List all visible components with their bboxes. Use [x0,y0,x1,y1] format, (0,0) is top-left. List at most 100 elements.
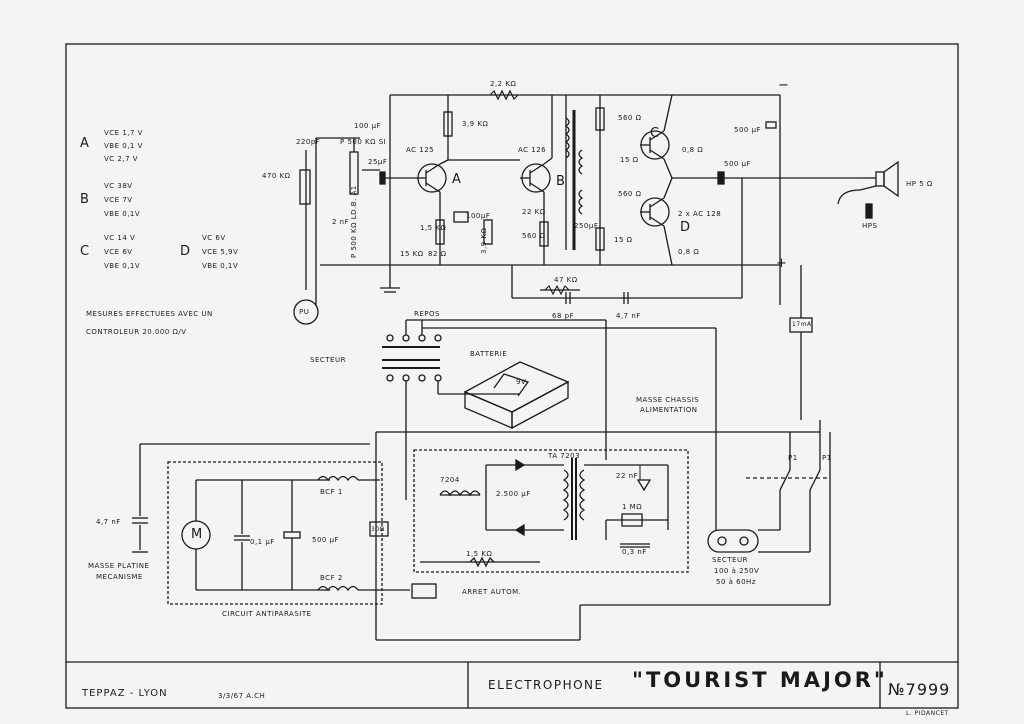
label-r-560-b: 560 Ω [522,232,546,240]
meas-d-letter: D [180,244,191,259]
mains-plug-icon [707,529,759,553]
speaker-icon [875,171,885,187]
label-r-1m: 1 MΩ [622,503,643,511]
label-transformer: TA 7203 [548,452,581,460]
meas-b-vce: VCE 7V [104,196,133,204]
hps-jack-icon [865,203,873,219]
label-c-500uf-top: 500 µF [734,126,762,134]
label-r-47k: 47 KΩ [554,276,578,284]
label-pot-ldba1: P 500 KΩ LD.B. A1 [350,185,358,258]
label-c-500uf-out: 500 µF [724,160,752,168]
meas-d-vbe: VBE 0,1V [202,262,239,270]
label-hps: HPS [862,222,878,230]
meas-a-vbe: VBE 0,1 V [104,142,143,150]
meas-b-vbe: VBE 0,1V [104,210,141,218]
label-r-560-top: 560 Ω [618,114,642,122]
label-switch-p1b: P1 [822,454,832,462]
label-motor-c-01uf: 0,1 µF [250,538,275,546]
motor-circuit [132,443,437,605]
footer-date: 3/3/67 A.CH [218,692,266,700]
label-c-03nf: 0,3 nF [622,548,647,556]
label-c-25uf: 25µF [368,158,388,166]
label-transistor-c: C [650,126,660,141]
drawing-number: №7999 [888,680,951,699]
label-ac126: AC 126 [518,146,547,154]
label-pot-500k: P 500 KΩ SI [340,138,387,146]
label-c-22nf: 22 nF [616,472,639,480]
label-masse-platine: MASSE PLATINE [88,562,150,570]
label-choke: 7204 [440,476,460,484]
label-r-1k5: 1,5 KΩ [420,224,447,232]
label-motor-c-500uf: 500 µF [312,536,340,544]
meas-c-vce: VCE 6V [104,248,133,256]
footer-maker: TEPPAZ - LYON [82,688,168,699]
auto-stop-switch-icon [411,583,437,599]
label-bcf1: BCF 1 [320,488,343,496]
label-r-39k: 3,9 KΩ [480,227,488,254]
label-r-30: 30Ω [371,526,385,533]
label-ac125: AC 125 [406,146,435,154]
label-r-08-bot: 0,8 Ω [678,248,700,256]
label-ps-r-1k5: 1,5 KΩ [466,550,493,558]
measurement-note-line2: CONTROLEUR 20.000 Ω/V [86,328,187,336]
label-motor: M [191,527,203,542]
label-c-68pf: 68 pF [552,312,575,320]
resistor-30-ohm [369,521,389,537]
label-r-08-top: 0,8 Ω [682,146,704,154]
label-masse-chassis-1: MASSE CHASSIS [636,396,700,404]
meas-a-vce: VCE 1,7 V [104,129,143,137]
meas-c-vbe: VBE 0,1V [104,262,141,270]
label-secteur-frequency: 50 à 60Hz [716,578,756,586]
label-fuse: 17mA [792,321,812,328]
label-secteur-switch: SECTEUR [310,356,346,364]
measurement-note-line1: MESURES EFFECTUEES AVEC UN [86,310,213,318]
label-speaker: HP 5 Ω [906,180,933,188]
label-r-22k: 22 KΩ [522,208,546,216]
footer-prefix: ELECTROPHONE [488,678,604,692]
label-battery-voltage: 9V [516,378,527,386]
label-secteur-plug: SECTEUR [712,556,748,564]
label-c-220pf: 220pF [296,138,321,146]
label-circuit-antiparasite: CIRCUIT ANTIPARASITE [222,610,312,618]
label-repos: REPOS [414,310,440,318]
label-r-3k9: 3,9 KΩ [462,120,489,128]
label-r-470k: 470 KΩ [262,172,291,180]
meas-b-letter: B [80,192,90,207]
label-ac128: 2 x AC 128 [678,210,722,218]
meas-c-letter: C [80,244,90,259]
power-supply-circuit [375,319,831,641]
label-arret-autom: ARRET AUTOM. [462,588,522,596]
meas-c-vc: VC 14 V [104,234,136,242]
label-r-560-mid: 560 Ω [618,190,642,198]
page-title: "TOURIST MAJOR" [632,668,888,692]
label-r-15-top: 15 Ω [620,156,639,164]
label-c-2500uf: 2.500 µF [496,490,531,498]
label-rail-plus: + [776,256,788,271]
meas-d-vc: VC 6V [202,234,226,242]
label-c-4n7: 4,7 nF [616,312,641,320]
label-switch-p1a: P1 [788,454,798,462]
label-masse-chassis-2: ALIMENTATION [640,406,698,414]
label-motor-c-4n7: 4,7 nF [96,518,121,526]
meas-a-letter: A [80,136,90,151]
label-r-15k: 15 KΩ [400,250,424,258]
label-c-100uf: 100 µF [354,122,382,130]
label-c-100uf-b: 100µF [466,212,491,220]
label-r-2k2: 2,2 KΩ [490,80,517,88]
amplifier-circuit [293,89,899,420]
label-transistor-d: D [680,220,691,235]
label-c-2nf: 2 nF [332,218,350,226]
label-transistor-a: A [452,172,462,187]
meas-d-vce: VCE 5,9V [202,248,239,256]
battery-icon [463,361,570,413]
label-transistor-b: B [556,174,566,189]
label-r-82: 82 Ω [428,250,447,258]
label-secteur-voltage: 100 à 250V [714,567,760,575]
footer-author: L. PIDANCET [906,710,949,717]
pickup-icon [293,299,319,325]
sheet-border [65,43,959,709]
label-c-250uf: 250µF [574,222,599,230]
meas-a-vc: VC 2,7 V [104,155,139,163]
label-rail-minus: − [778,78,790,93]
